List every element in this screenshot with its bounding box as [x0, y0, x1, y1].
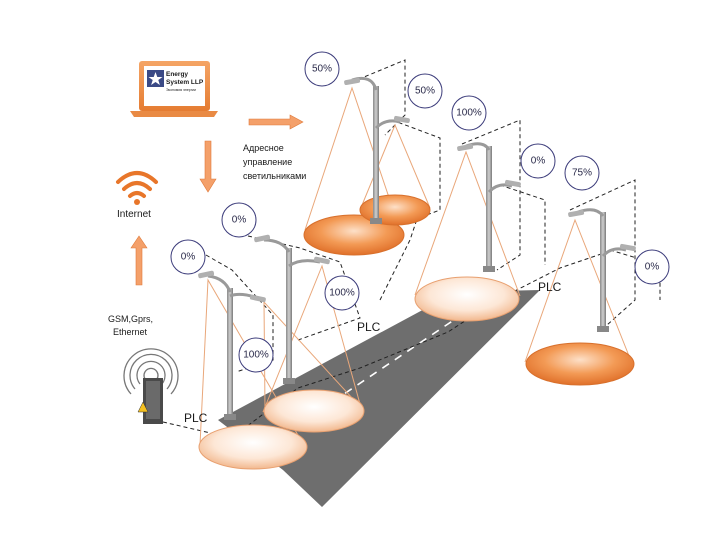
dimming-badges: 50% 50% 100% 0% 75% 0% 0% 0% 100% 100%	[170, 51, 670, 373]
badge-2: 50%	[407, 73, 443, 109]
address-control-line3: светильниками	[243, 171, 306, 181]
laptop-brand-line1: Energy	[166, 71, 188, 78]
flow-arrows	[130, 114, 304, 286]
hazard-icon	[137, 401, 149, 413]
badge-9: 100%	[324, 275, 360, 311]
badge-3: 100%	[451, 95, 487, 131]
badge-4: 0%	[520, 143, 556, 179]
plc-label-1: PLC	[184, 411, 208, 425]
svg-text:100%: 100%	[456, 108, 482, 119]
star-logo-icon	[148, 72, 163, 85]
plc-label-2: PLC	[357, 320, 381, 334]
address-control-line2: управление	[243, 157, 292, 167]
svg-text:0%: 0%	[232, 215, 247, 226]
svg-text:50%: 50%	[312, 64, 332, 75]
badge-5: 75%	[564, 155, 600, 191]
svg-text:0%: 0%	[645, 262, 660, 273]
arrow-right	[248, 114, 304, 130]
internet-label: Internet	[117, 209, 151, 220]
address-control-line1: Адресное	[243, 143, 284, 153]
light-spot-1	[198, 424, 308, 470]
arrow-down	[199, 140, 217, 193]
badge-10: 100%	[238, 337, 274, 373]
gsm-label-line2: Ethernet	[113, 327, 148, 337]
light-cones	[199, 86, 634, 450]
laptop-brand-line2: System LLP	[166, 79, 204, 86]
svg-text:75%: 75%	[572, 168, 592, 179]
signal-tower-icon	[123, 348, 179, 424]
badge-8: 0%	[170, 239, 206, 275]
light-spot-2	[263, 389, 365, 433]
svg-text:0%: 0%	[181, 252, 196, 263]
laptop-brand-tagline: Экономия энергии	[166, 88, 196, 92]
svg-text:0%: 0%	[531, 156, 546, 167]
svg-text:100%: 100%	[329, 288, 355, 299]
svg-text:100%: 100%	[243, 350, 269, 361]
light-spot-3	[414, 276, 520, 322]
light-spot-6	[525, 342, 635, 386]
wifi-icon	[116, 171, 158, 205]
badge-1: 50%	[304, 51, 340, 87]
light-spot-4	[303, 214, 405, 256]
laptop: Energy System LLP Экономия энергии	[130, 61, 218, 117]
svg-text:50%: 50%	[415, 86, 435, 97]
badge-6: 0%	[634, 249, 670, 285]
badge-7: 0%	[221, 202, 257, 238]
arrow-up	[130, 235, 148, 286]
plc-label-3: PLC	[538, 280, 562, 294]
gsm-label-line1: GSM,Gprs,	[108, 314, 153, 324]
street-lamps	[198, 76, 636, 420]
